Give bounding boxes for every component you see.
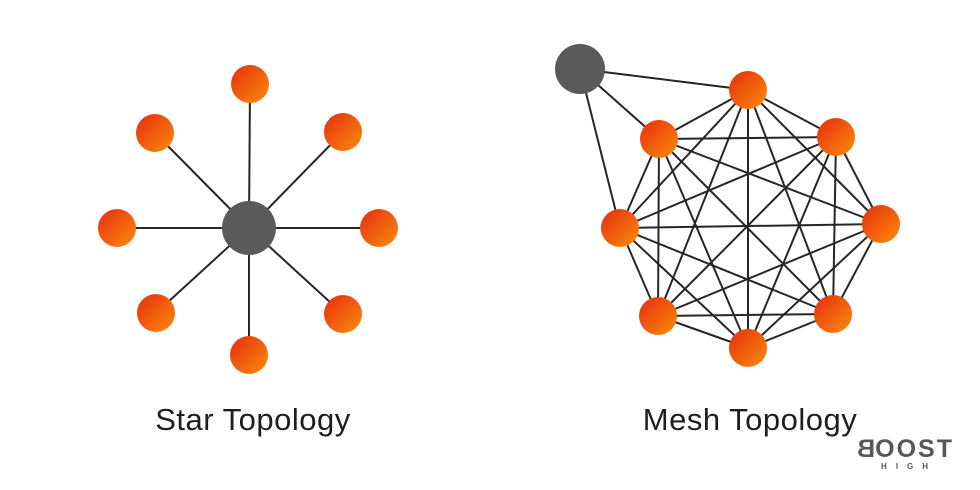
star-device-node [231, 65, 269, 103]
star-hub-node [222, 201, 276, 255]
logo-wordmark-rest: OOST [875, 435, 954, 463]
edge-line [747, 136, 837, 349]
star-device-node [324, 295, 362, 333]
logo-wordmark: BOOST [855, 435, 954, 463]
star-device-node [98, 209, 136, 247]
edge-line [579, 68, 621, 229]
edge-line [579, 68, 749, 91]
edge-line [658, 138, 834, 315]
mesh-device-node [639, 297, 677, 335]
edge-line [619, 136, 837, 229]
edge-line [747, 89, 834, 315]
edge-line [658, 136, 837, 140]
mesh-device-node [601, 209, 639, 247]
logo-mirrored-b: B [855, 435, 876, 463]
boost-high-logo: BOOST HIGH [855, 435, 954, 471]
star-device-node [137, 294, 175, 332]
star-device-node [230, 336, 268, 374]
edge-line [747, 89, 882, 225]
star-device-node [136, 114, 174, 152]
star-topology-label: Star Topology [155, 402, 351, 437]
mesh-topology-label: Mesh Topology [642, 402, 858, 437]
edge-line [658, 138, 882, 225]
mesh-device-node [862, 205, 900, 243]
edge-line [657, 313, 834, 317]
edge-line [657, 223, 882, 317]
edge-line [619, 89, 749, 229]
mesh-device-node [817, 118, 855, 156]
edge-line [657, 138, 660, 317]
mesh-device-node [640, 120, 678, 158]
edge-line [619, 227, 749, 349]
logo-subtext: HIGH [881, 462, 938, 471]
mesh-gray-node [555, 44, 605, 94]
edge-line [619, 223, 882, 229]
star-device-node [360, 209, 398, 247]
mesh-device-node [814, 295, 852, 333]
edge-line [619, 227, 834, 315]
star-device-node [324, 113, 362, 151]
edge-line [657, 89, 749, 317]
mesh-device-node [729, 71, 767, 109]
edge-line [658, 138, 749, 349]
edge-line [747, 223, 882, 349]
mesh-device-node [729, 329, 767, 367]
